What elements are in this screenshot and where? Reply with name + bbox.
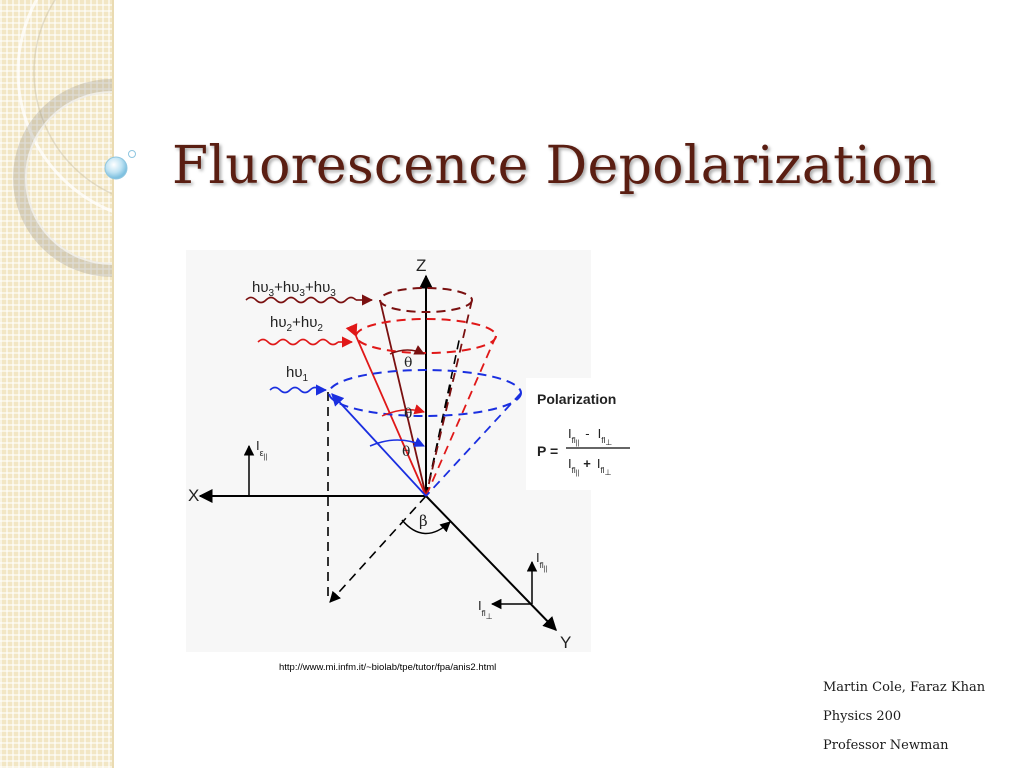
theta-arc-middle	[381, 404, 426, 417]
credits-authors: Martin Cole, Faraz Khan	[823, 680, 986, 695]
photon-wave-2	[257, 338, 339, 346]
beta-arc	[401, 519, 451, 535]
cone-middle	[345, 318, 497, 497]
source-url: http://www.mi.infm.it/~biolab/tpe/tutor/…	[279, 662, 497, 673]
photon-label-3: hυ3+hυ3+hυ3	[252, 279, 336, 299]
fluorescence-parallel-label: Ifl||	[536, 550, 547, 573]
beta-label: β	[419, 512, 428, 530]
y-axis	[425, 495, 557, 632]
credits-professor: Professor Newman	[823, 738, 949, 753]
polarization-formula: Polarization P = Ifl||-Ifl⊥ Ifl||+Ifl⊥	[537, 391, 630, 477]
cone-inner	[328, 369, 522, 497]
theta-label-top: θ	[404, 355, 412, 371]
z-axis-label: Z	[416, 256, 426, 275]
photon-label-1: hυ1	[286, 364, 309, 384]
photon-wave-1	[269, 386, 321, 394]
formula-denominator: Ifl||+Ifl⊥	[568, 456, 611, 477]
polarization-p: P =	[537, 443, 558, 459]
depolarization-diagram: Z X Y β	[186, 250, 636, 660]
credits-course: Physics 200	[823, 709, 902, 724]
polarization-heading: Polarization	[537, 391, 616, 407]
y-axis-label: Y	[560, 633, 571, 652]
credits: Martin Cole, Faraz Khan Physics 200 Prof…	[823, 678, 985, 765]
slide-title: Fluorescence Depolarization	[172, 136, 937, 196]
theta-label-inner: θ	[402, 444, 410, 460]
theta-arc-top	[389, 345, 425, 355]
theta-label-middle: θ	[404, 406, 412, 422]
theta-arc-inner	[369, 437, 425, 447]
photon-wave-3	[245, 296, 357, 304]
cone-outer	[379, 287, 473, 497]
x-axis-label: X	[188, 486, 199, 505]
decorative-rings	[13, 0, 112, 277]
decorative-sidebar	[0, 0, 114, 768]
fluorescence-perpendicular-label: Ifl⊥	[478, 598, 493, 621]
bubble-ornament	[104, 150, 136, 180]
excitation-intensity-label: Iε||	[256, 438, 267, 461]
photon-label-2: hυ2+hυ2	[270, 314, 323, 334]
formula-numerator: Ifl||-Ifl⊥	[568, 426, 612, 447]
